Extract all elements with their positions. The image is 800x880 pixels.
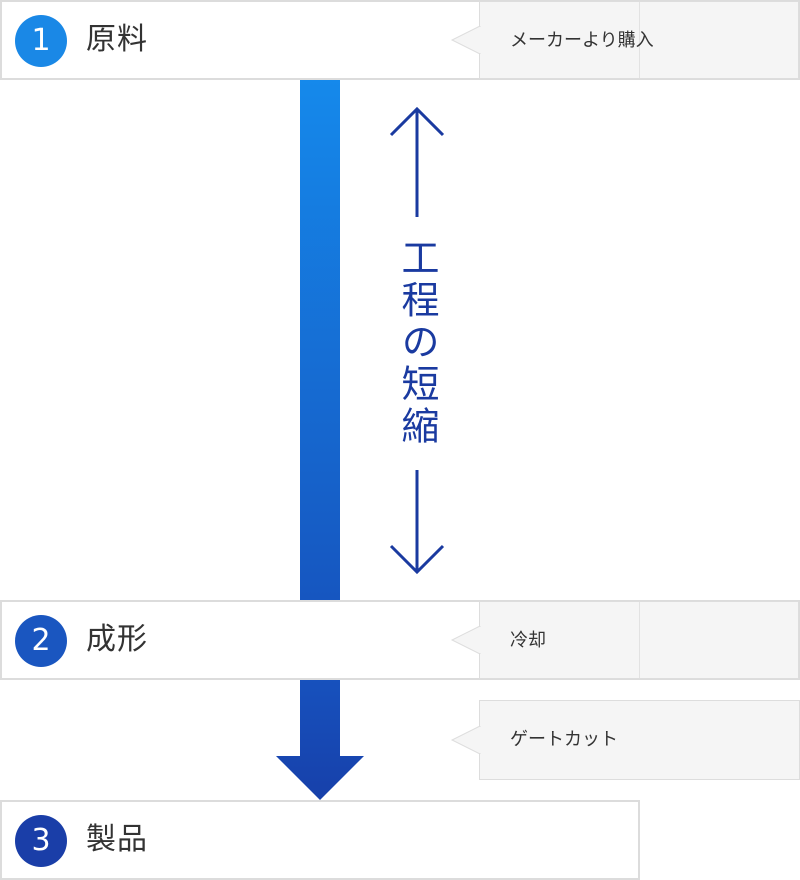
note-gate-cut: ゲートカット [479, 700, 800, 780]
process-shortening-label: 工程の短縮 [395, 238, 439, 448]
note-cooling: 冷却 [479, 601, 799, 679]
up-arrow-icon [389, 106, 445, 217]
note-pointer [450, 26, 481, 54]
step-number-badge: 2 [15, 615, 67, 667]
note-purchase: メーカーより購入 [479, 1, 799, 79]
note-pointer [450, 726, 481, 754]
flow-arrow-lower [276, 680, 364, 800]
step-number-badge: 1 [15, 15, 67, 67]
note-divider [639, 602, 640, 678]
step-label: 製品 [86, 822, 148, 857]
down-arrow-icon [389, 470, 445, 575]
step-label: 成形 [86, 622, 148, 657]
step-number-badge: 3 [15, 815, 67, 867]
note-text: 冷却 [510, 630, 546, 651]
note-divider [639, 2, 640, 78]
step-product: 3 製品 [0, 800, 640, 880]
step-label: 原料 [86, 22, 148, 57]
note-text: ゲートカット [510, 729, 618, 750]
note-text: メーカーより購入 [510, 30, 654, 51]
note-pointer [450, 626, 481, 654]
flow-bar-upper [300, 80, 340, 600]
